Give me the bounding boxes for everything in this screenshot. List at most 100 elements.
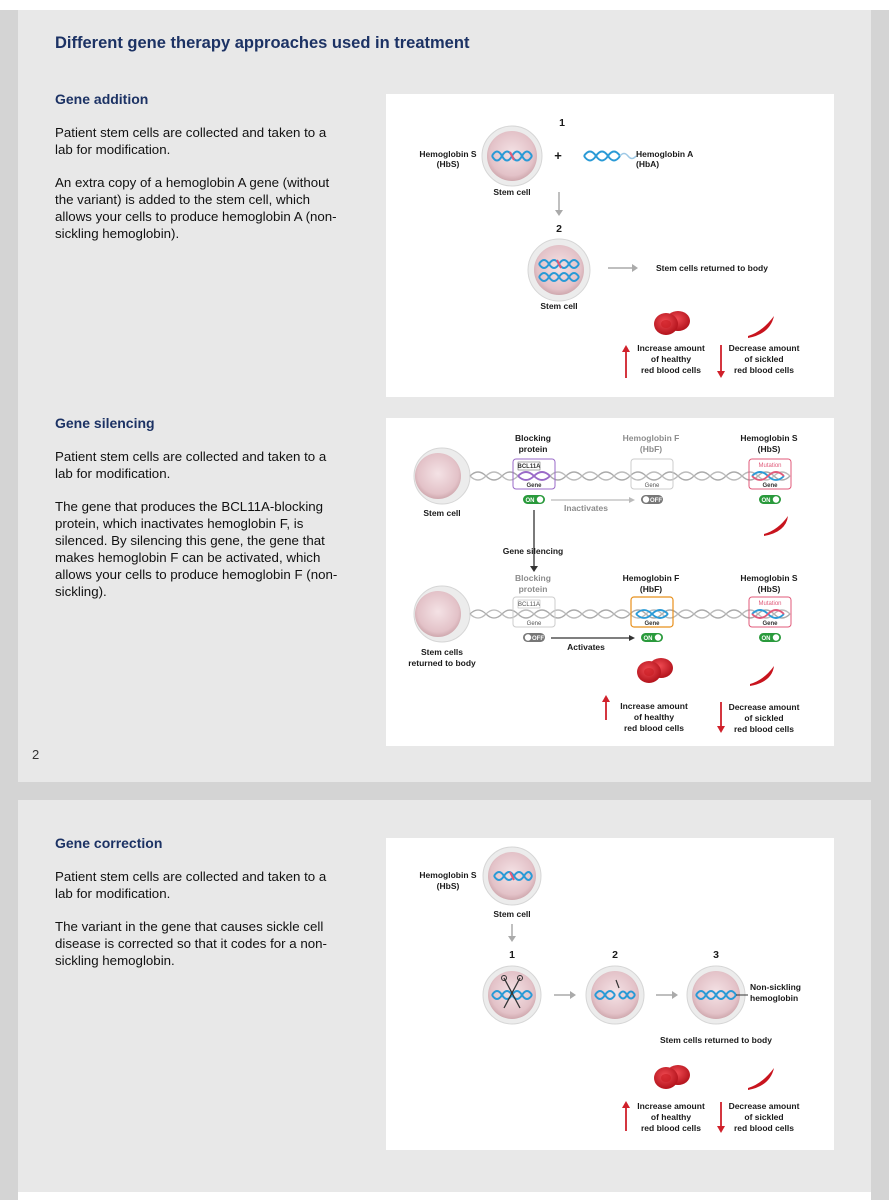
corrected-stem-cell-icon — [686, 965, 746, 1025]
increase-arrow-icon — [622, 1101, 630, 1131]
hemoglobin-a-dna-icon — [583, 150, 637, 162]
decrease-arrow-icon — [717, 345, 725, 378]
sickled-cell-icon — [748, 1068, 774, 1090]
plus-sign: + — [554, 148, 562, 163]
gene-silencing-text: Patient stem cells are collected and tak… — [55, 448, 345, 616]
blocking-protein-bottom-label-2: protein — [519, 584, 548, 594]
bcl11a-silenced-gene-label: Gene — [527, 621, 542, 627]
decrease-arrow-icon — [717, 1102, 725, 1133]
hbf-gene-box — [630, 458, 674, 490]
stem-cell-label: Stem cell — [493, 909, 530, 919]
decrease-line1: Decrease amount — [729, 702, 800, 712]
increase-line1: Increase amount — [637, 343, 705, 353]
bcl11a-gene-box — [512, 458, 556, 490]
decrease-line2: of sickled — [744, 713, 783, 723]
hbs-gene-label: Gene — [762, 483, 778, 489]
modified-stem-cell-icon — [527, 238, 591, 302]
hbs-bottom-label-1: Hemoglobin S — [740, 573, 797, 583]
increase-line2: of healthy — [634, 712, 674, 722]
modified-stem-cell-label: Stem cell — [540, 301, 577, 311]
decrease-line3: red blood cells — [734, 365, 794, 375]
step-1-label: 1 — [509, 949, 515, 961]
hbf-label-1: Hemoglobin F — [623, 433, 680, 443]
increase-line1: Increase amount — [620, 701, 688, 711]
stem-cells-returned-label: Stem cells returned to body — [656, 263, 768, 273]
gene-silencing-heading: Gene silencing — [55, 415, 155, 431]
gene-correction-paragraph-1: Patient stem cells are collected and tak… — [55, 869, 327, 901]
decrease-line2: of sickled — [744, 354, 783, 364]
hbf-label-2: (HbF) — [640, 444, 662, 454]
hbs-label-line1: Hemoglobin S — [419, 870, 476, 880]
gene-correction-figure: Hemoglobin S (HbS) Stem cell 1 2 3 — [386, 838, 834, 1150]
returned-label-2: returned to body — [408, 658, 476, 668]
hbf-active-box — [630, 596, 674, 628]
stem-cell-icon — [413, 447, 471, 505]
increase-line3: red blood cells — [641, 1123, 701, 1133]
step-2-label: 2 — [612, 949, 618, 961]
page-top-edge — [0, 0, 889, 10]
stem-cell-label: Stem cell — [423, 508, 460, 518]
bcl11a-silenced-label: BCL11A — [518, 602, 540, 608]
hbf-bottom-label-2: (HbF) — [640, 584, 662, 594]
gene-addition-paragraph-2: An extra copy of a hemoglobin A gene (wi… — [55, 175, 337, 241]
increase-line2: of healthy — [651, 354, 691, 364]
gene-correction-heading: Gene correction — [55, 835, 163, 851]
hbs-label-1: Hemoglobin S — [740, 433, 797, 443]
blocking-protein-label-1: Blocking — [515, 433, 551, 443]
hbs-gene-box — [748, 458, 792, 490]
hbs-bottom-on-label: ON — [762, 636, 771, 642]
blocking-protein-label-2: protein — [519, 444, 548, 454]
increase-line3: red blood cells — [641, 365, 701, 375]
gene-addition-heading: Gene addition — [55, 91, 149, 107]
healthy-red-blood-cells-icon — [637, 658, 673, 683]
gene-correction-text: Patient stem cells are collected and tak… — [55, 868, 345, 985]
hbf-gene-label: Gene — [645, 483, 660, 489]
mutation-bottom-label: Mutation — [758, 601, 781, 607]
step-1-label: 1 — [559, 117, 565, 129]
gene-silencing-paragraph-2: The gene that produces the BCL11A-blocki… — [55, 499, 338, 599]
gene-silencing-figure: Blocking protein Hemoglobin F (HbF) Hemo… — [386, 418, 834, 746]
hbf-bottom-label-1: Hemoglobin F — [623, 573, 680, 583]
blocking-protein-bottom-label-1: Blocking — [515, 573, 551, 583]
hbf-off-label: OFF — [650, 498, 662, 504]
step-3-label: 3 — [713, 949, 719, 961]
decrease-line1: Decrease amount — [729, 1101, 800, 1111]
gene-addition-text: Patient stem cells are collected and tak… — [55, 124, 345, 258]
page-bottom-edge — [18, 1192, 871, 1200]
gene-addition-paragraph-1: Patient stem cells are collected and tak… — [55, 125, 327, 157]
hbs-bottom-gene-label: Gene — [762, 621, 778, 627]
dna-strand-top-icon — [469, 471, 791, 481]
hbs-bottom-label-2: (HbS) — [758, 584, 781, 594]
dna-strand-bottom-icon — [469, 609, 791, 619]
hbs-bottom-box — [748, 596, 792, 628]
stem-cell-label: Stem cell — [493, 187, 530, 197]
non-sickling-label-2: hemoglobin — [750, 993, 798, 1003]
inactivates-label: Inactivates — [564, 503, 608, 513]
gene-silencing-label: Gene silencing — [503, 546, 563, 556]
activates-label: Activates — [567, 642, 605, 652]
returned-label-1: Stem cells — [421, 647, 463, 657]
decrease-line2: of sickled — [744, 1112, 783, 1122]
page-1: Different gene therapy approaches used i… — [18, 10, 871, 782]
hbs-label-line2: (HbS) — [437, 159, 460, 169]
hbf-active-gene-label: Gene — [644, 621, 660, 627]
edited-stem-cell-icon — [585, 965, 645, 1025]
increase-line2: of healthy — [651, 1112, 691, 1122]
sickled-cell-icon — [748, 316, 774, 338]
healthy-red-blood-cells-icon — [654, 311, 690, 335]
decrease-line1: Decrease amount — [729, 343, 800, 353]
increase-line3: red blood cells — [624, 723, 684, 733]
gene-addition-figure: 1 Hemoglobin S (HbS) Stem cell + Hemoglo… — [386, 94, 834, 397]
hbf-on-label: ON — [644, 636, 653, 642]
sickled-cell-icon — [750, 666, 774, 686]
mutation-label: Mutation — [758, 463, 781, 469]
increase-arrow-icon — [622, 345, 630, 378]
bcl11a-label: BCL11A — [517, 464, 541, 470]
stem-cell-icon — [482, 846, 542, 906]
hbs-label-line1: Hemoglobin S — [419, 149, 476, 159]
gene-correction-paragraph-2: The variant in the gene that causes sick… — [55, 919, 327, 968]
increase-arrow-icon — [602, 695, 610, 720]
increase-line1: Increase amount — [637, 1101, 705, 1111]
hba-label-line1: Hemoglobin A — [636, 149, 693, 159]
page-title: Different gene therapy approaches used i… — [55, 34, 470, 52]
